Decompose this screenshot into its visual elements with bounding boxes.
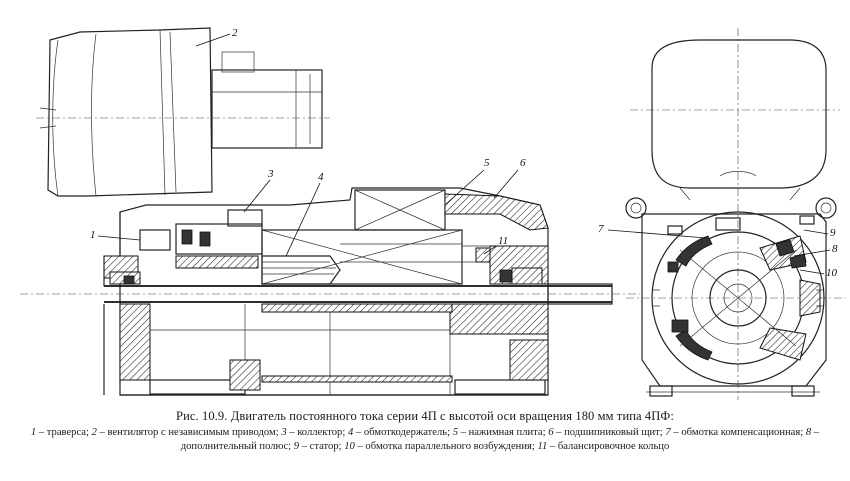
legend-item: 2 – вентилятор с независимым приводом;: [92, 427, 279, 438]
callout-1-label: 1: [90, 229, 96, 241]
legend-text: – обмотка компенсационная;: [670, 427, 804, 438]
legend-num: 4: [347, 427, 354, 438]
legend-item: 9 – статор;: [294, 441, 342, 452]
legend-text: – обмоткодержатель;: [353, 427, 451, 438]
legend-item: 8 – дополнительный полюс;: [181, 427, 819, 452]
callout-5: 5: [445, 157, 490, 205]
callout-2: 2: [195, 27, 238, 47]
callout-7: 7: [598, 223, 707, 239]
callout-4-label: 4: [318, 171, 324, 183]
legend-text: – балансировочное кольцо: [547, 441, 670, 452]
callout-1: 1: [90, 229, 141, 241]
legend-text: – обмотка параллельного возбуждения;: [354, 441, 535, 452]
end-frame: [641, 213, 827, 387]
lifting-eye-left: [625, 197, 647, 219]
callout-6: 6: [493, 157, 526, 199]
legend-num: 2: [91, 427, 97, 438]
callout-9: 9: [803, 227, 836, 239]
side-section-view: [20, 27, 640, 396]
legend-item: 4 – обмоткодержатель;: [348, 427, 450, 438]
legend-num: 10: [344, 441, 355, 452]
legend-num: 8: [805, 427, 812, 438]
legend-item: 6 – подшипниковый щит;: [548, 427, 663, 438]
legend-item: 10 – обмотка параллельного возбуждения;: [344, 441, 535, 452]
callout-11-label: 11: [498, 235, 508, 247]
figure-caption: Рис. 10.9. Двигатель постоянного тока се…: [0, 408, 850, 454]
legend-num: 7: [665, 427, 671, 438]
callout-2-label: 2: [232, 27, 238, 39]
caption-legend: 1 – траверса; 2 – вентилятор с независим…: [0, 426, 850, 454]
motor-technical-drawing: 1 2 3 4 5 6 7 8: [20, 27, 846, 400]
callout-3: 3: [243, 168, 274, 213]
legend-num: 9: [293, 441, 300, 452]
callout-8-label: 8: [832, 243, 838, 255]
legend-text: – вентилятор с независимым приводом;: [96, 427, 279, 438]
legend-text: – дополнительный полюс;: [180, 427, 820, 452]
legend-num: 1: [30, 427, 37, 438]
callout-7-label: 7: [598, 223, 604, 235]
stator-circle: [651, 211, 825, 385]
callout-9-label: 9: [830, 227, 836, 239]
legend-text: – коллектор;: [286, 427, 346, 438]
caption-title: Рис. 10.9. Двигатель постоянного тока се…: [176, 409, 674, 423]
legend-num: 5: [452, 427, 458, 438]
legend-text: – нажимная плита;: [457, 427, 546, 438]
callouts: 1 2 3 4 5 6 7 8: [90, 27, 838, 279]
legend-item: 3 – коллектор;: [281, 427, 345, 438]
legend-text: – статор;: [299, 441, 342, 452]
callout-10: 10: [799, 267, 838, 279]
callout-4: 4: [285, 171, 324, 257]
fan-housing: [36, 27, 330, 197]
end-view: [625, 28, 846, 400]
callout-11: 11: [483, 235, 508, 255]
legend-num: 6: [548, 427, 554, 438]
legend-num: 3: [281, 427, 287, 438]
legend-item: 1 – траверса;: [31, 427, 89, 438]
lifting-eye-right: [815, 197, 837, 219]
end-fan: [630, 28, 840, 400]
callout-8: 8: [793, 243, 838, 257]
legend-text: – подшипниковый щит;: [553, 427, 663, 438]
legend-num: 11: [537, 441, 548, 452]
legend-item: 5 – нажимная плита;: [453, 427, 546, 438]
callout-10-label: 10: [826, 267, 838, 279]
legend-item: 11 – балансировочное кольцо: [537, 441, 669, 452]
legend-text: – траверса;: [36, 427, 89, 438]
fan-motor: [211, 51, 323, 149]
callout-6-label: 6: [520, 157, 526, 169]
callout-5-label: 5: [484, 157, 490, 169]
legend-item: 7 – обмотка компенсационная;: [665, 427, 803, 438]
callout-3-label: 3: [267, 168, 274, 180]
motor-body: [20, 187, 640, 396]
